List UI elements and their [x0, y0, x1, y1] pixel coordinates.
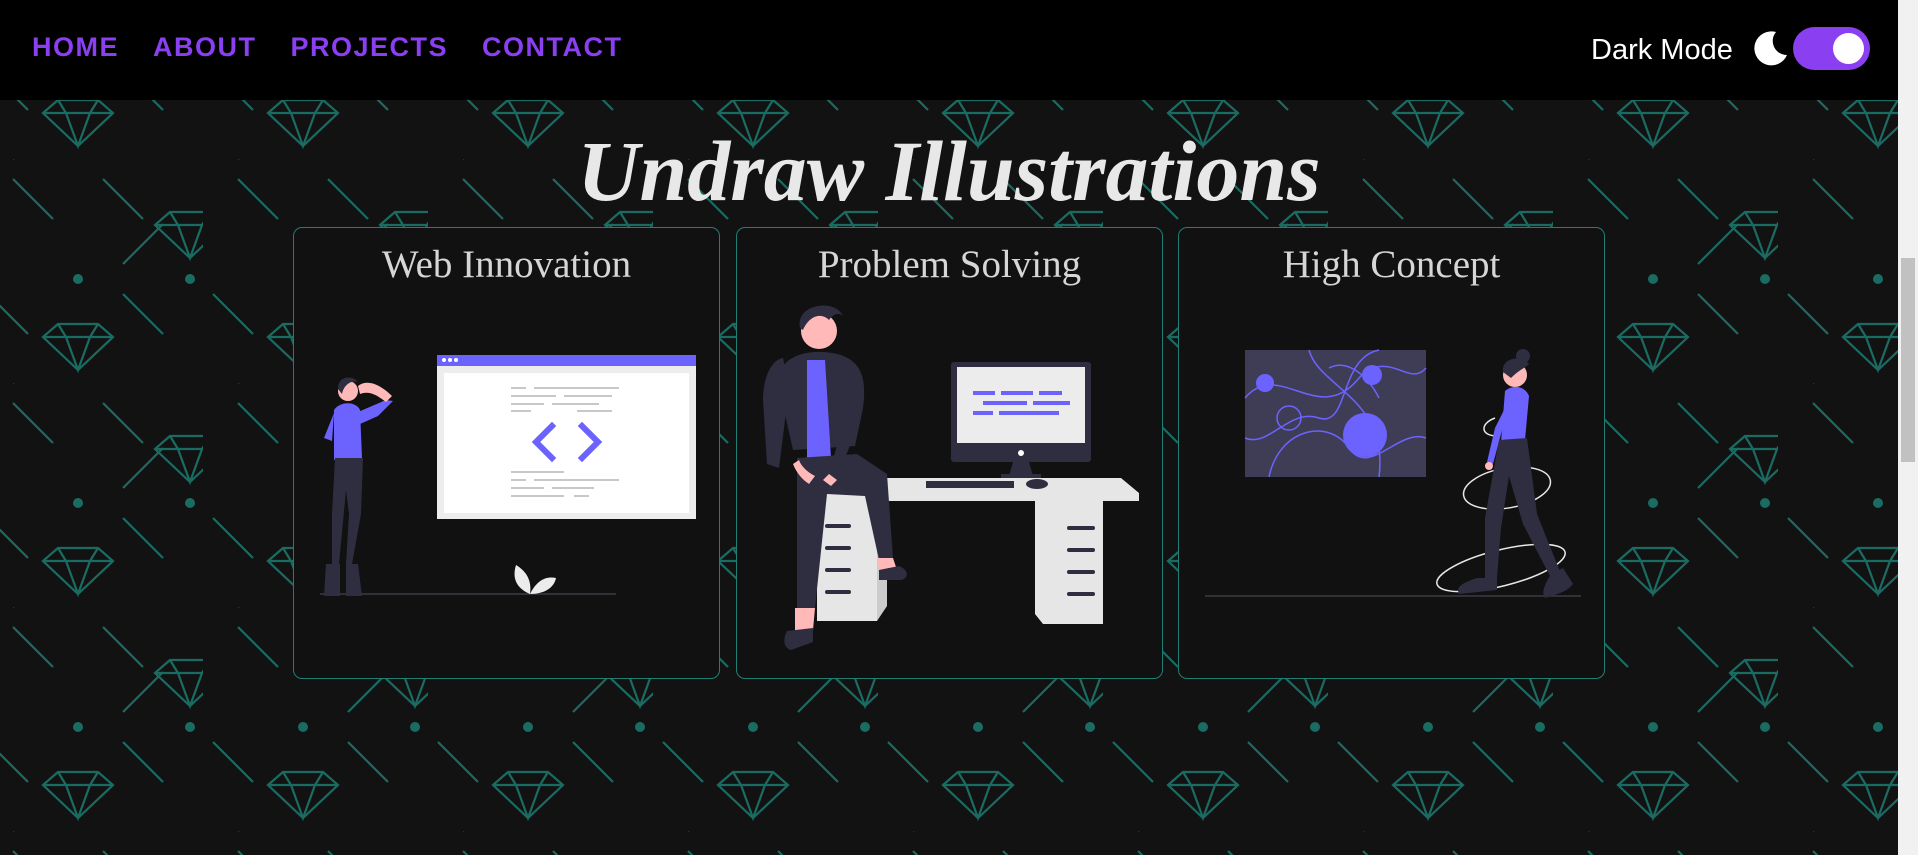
dark-mode-toggle[interactable]: [1793, 27, 1870, 70]
card-problem-solving[interactable]: Problem Solving: [736, 227, 1163, 679]
nav-link-contact[interactable]: CONTACT: [482, 32, 623, 62]
page-scrollbar[interactable]: [1898, 0, 1918, 855]
dark-mode-label: Dark Mode: [1591, 34, 1733, 66]
moon-icon: [1754, 31, 1787, 66]
toggle-knob: [1833, 33, 1864, 64]
card-web-innovation[interactable]: Web Innovation: [293, 227, 720, 679]
nav-links: HOME ABOUT PROJECTS CONTACT: [32, 32, 623, 63]
web-innovation-illustration: [320, 355, 696, 596]
card-high-concept[interactable]: High Concept: [1178, 227, 1605, 679]
nav-link-about[interactable]: ABOUT: [153, 32, 257, 62]
card-title: High Concept: [1282, 243, 1501, 286]
high-concept-illustration: [1205, 349, 1581, 598]
top-navbar: HOME ABOUT PROJECTS CONTACT Dark Mode: [0, 0, 1898, 100]
scrollbar-thumb[interactable]: [1901, 258, 1915, 462]
page-title: Undraw Illustrations: [577, 123, 1321, 219]
card-title: Problem Solving: [817, 243, 1082, 286]
nav-link-home[interactable]: HOME: [32, 32, 119, 62]
problem-solving-illustration: [763, 305, 1139, 650]
nav-link-projects[interactable]: PROJECTS: [290, 32, 449, 62]
card-title: Web Innovation: [381, 243, 632, 286]
